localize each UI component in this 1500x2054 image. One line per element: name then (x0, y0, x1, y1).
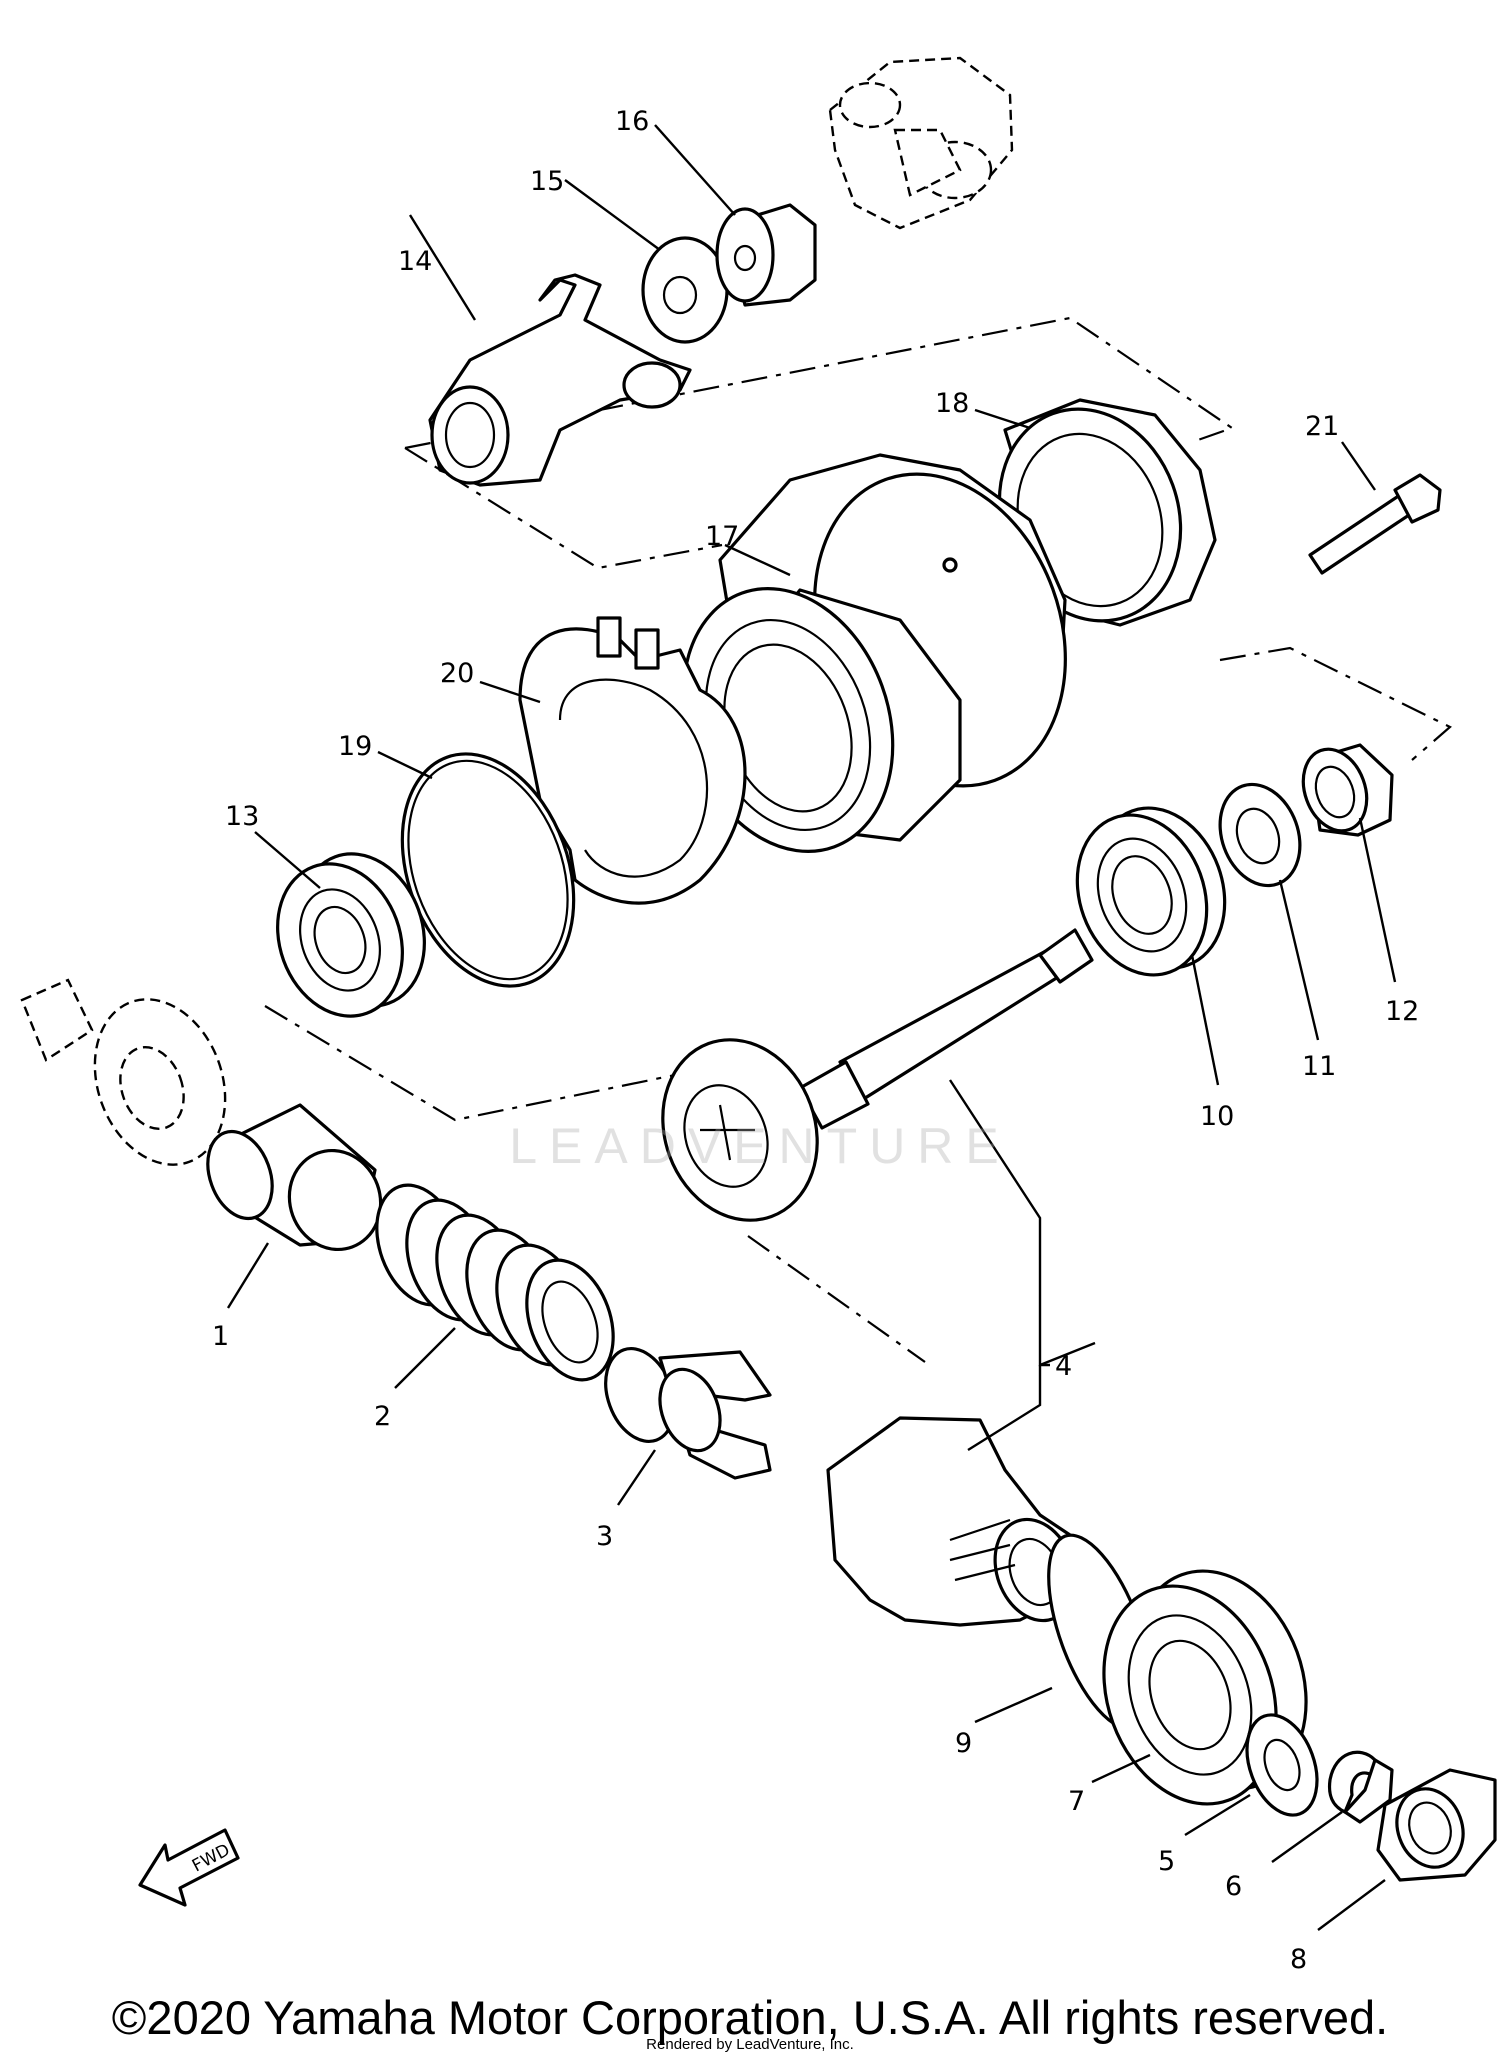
leadventure-watermark: LEADVENTURE (509, 1118, 1011, 1174)
callout-5: 5 (1158, 1846, 1175, 1877)
part-2-spring (375, 1183, 615, 1382)
callout-18: 18 (935, 388, 969, 419)
callout-17: 17 (705, 521, 739, 552)
part-16-nut (715, 203, 817, 307)
part-15-seal (641, 236, 729, 344)
part-11-shim (1218, 782, 1302, 888)
left-ghost-bearing (20, 978, 227, 1166)
callout-14: 14 (398, 246, 432, 277)
callout-20: 20 (440, 658, 474, 689)
fwd-arrow-icon: FWD (138, 1828, 240, 1907)
callout-2: 2 (374, 1401, 391, 1432)
part-3-cam (604, 1346, 772, 1480)
part-13-bearing (276, 852, 426, 1018)
part-14-yoke (428, 273, 692, 487)
callout-13: 13 (225, 801, 259, 832)
callout-7: 7 (1068, 1786, 1085, 1817)
callout-8: 8 (1290, 1944, 1307, 1975)
callout-10: 10 (1200, 1101, 1234, 1132)
callout-9: 9 (955, 1728, 972, 1759)
part-4-pinion-gear (661, 928, 1094, 1222)
universal-joint-ghost (828, 56, 1014, 230)
part-6-lock-washer (1327, 1750, 1394, 1824)
callout-1: 1 (212, 1321, 229, 1352)
part-20-lock-washer (518, 616, 747, 905)
callout-12: 12 (1385, 996, 1419, 1027)
callout-19: 19 (338, 731, 372, 762)
callout-4: 4 (1055, 1351, 1072, 1382)
callout-3: 3 (596, 1521, 613, 1552)
copyright-notice: ©2020 Yamaha Motor Corporation, U.S.A. A… (111, 1991, 1389, 2044)
part-8-nut (1376, 1768, 1497, 1882)
callout-15: 15 (530, 166, 564, 197)
callout-21: 21 (1305, 411, 1339, 442)
part-5-washer (1245, 1713, 1319, 1817)
assembly-boundary-lines (264, 316, 1452, 1363)
part-21-bolt (1308, 473, 1442, 575)
callout-numbers: 1 2 3 4 5 6 7 8 9 10 11 12 13 14 15 16 1… (212, 106, 1419, 1975)
callout-6: 6 (1225, 1871, 1242, 1902)
callout-11: 11 (1302, 1051, 1336, 1082)
rendered-by-notice: Rendered by LeadVenture, Inc. (646, 2036, 854, 2053)
part-12-nut (1301, 743, 1394, 837)
part-1-collar (206, 1103, 383, 1252)
part-10-bearing (1075, 806, 1227, 977)
callout-16: 16 (615, 106, 649, 137)
leader-lines (226, 124, 1397, 1931)
